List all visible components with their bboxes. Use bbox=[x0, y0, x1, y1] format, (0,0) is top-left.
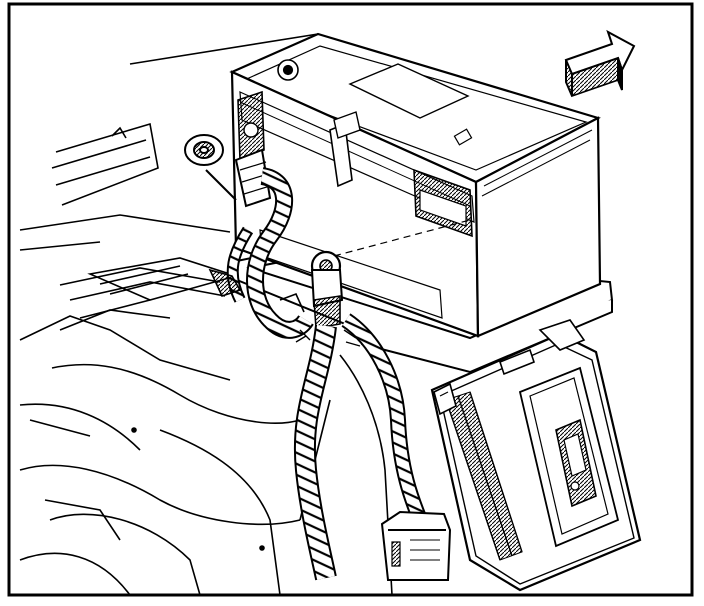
control-module bbox=[430, 319, 642, 592]
terminal-nut bbox=[184, 134, 224, 166]
connector-plug bbox=[380, 510, 452, 581]
battery bbox=[229, 32, 602, 338]
negative-cable bbox=[205, 148, 314, 343]
direction-arrow-icon bbox=[564, 29, 636, 98]
vehicle-body-lines bbox=[19, 33, 413, 596]
positive-cable bbox=[293, 250, 428, 581]
